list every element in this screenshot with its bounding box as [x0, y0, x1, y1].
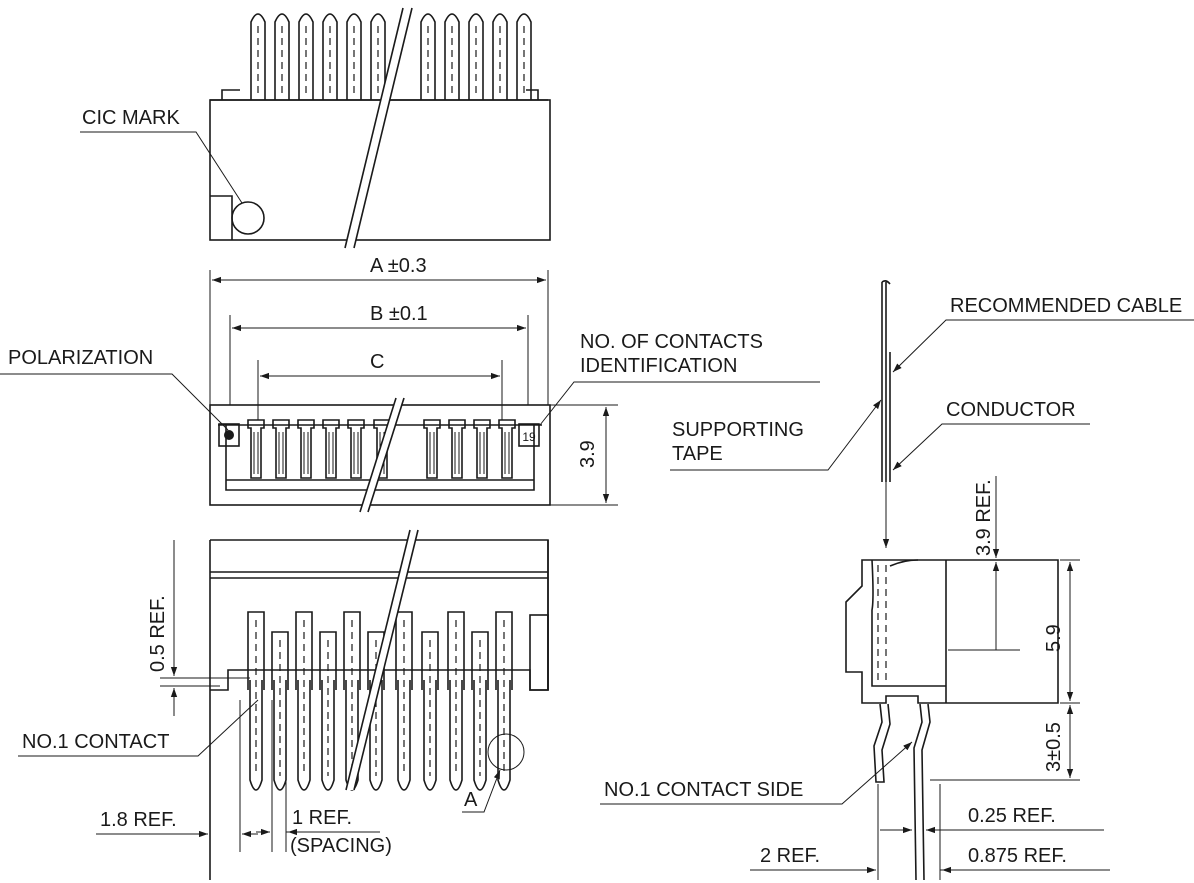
supporting-tape-label-line1: SUPPORTING	[672, 419, 804, 441]
no1-contact-side-label: NO.1 CONTACT SIDE	[604, 779, 803, 801]
dim-1-8-ref-label: 1.8 REF.	[100, 809, 177, 831]
contact-slot	[498, 419, 516, 479]
contact-slot	[347, 419, 365, 479]
dim-b-label: B ±0.1	[370, 303, 428, 325]
bottom-pin	[295, 611, 313, 791]
contacts-id-number: 19	[522, 430, 536, 444]
dim-3-9-ref-label: 3.9 REF.	[973, 479, 995, 556]
bottom-pin	[319, 631, 337, 791]
top-pin	[444, 13, 460, 100]
top-view: CIC MARK	[80, 7, 551, 249]
bottom-view: 0.5 REF. NO.1 CONTACT 1.8 REF. 1 REF. (S…	[18, 529, 549, 880]
top-pin	[370, 13, 386, 100]
contact-slot	[247, 419, 265, 479]
top-pin	[250, 13, 266, 100]
top-pin	[420, 13, 436, 100]
top-pin	[468, 13, 484, 100]
side-view: RECOMMENDED CABLE CONDUCTOR SUPPORTING T…	[600, 280, 1194, 881]
contact-slot	[448, 419, 466, 479]
cic-mark-circle	[231, 201, 265, 235]
dim-0-5-ref-label: 0.5 REF.	[147, 595, 169, 672]
bottom-pin	[421, 631, 439, 791]
contact-slot	[473, 419, 491, 479]
dim-3-pm-0-5-label: 3±0.5	[1043, 722, 1065, 772]
contact-slot	[423, 419, 441, 479]
polarization-label: POLARIZATION	[8, 347, 153, 369]
contacts-id-label-line2: IDENTIFICATION	[580, 355, 737, 377]
supporting-tape-label-line2: TAPE	[672, 443, 723, 465]
contact-slot	[322, 419, 340, 479]
top-pin	[322, 13, 338, 100]
detail-a-circle	[487, 733, 525, 771]
conductor-label: CONDUCTOR	[946, 399, 1076, 421]
bottom-view-pins	[247, 611, 513, 791]
dim-2-ref-label: 2 REF.	[760, 845, 820, 867]
top-pin	[492, 13, 508, 100]
cic-mark-label: CIC MARK	[82, 107, 180, 129]
dim-0-875-ref-label: 0.875 REF.	[968, 845, 1067, 867]
contact-slot	[297, 419, 315, 479]
dim-1-ref-label: 1 REF.	[292, 807, 352, 829]
spacing-label: (SPACING)	[290, 835, 392, 857]
top-view-pins	[221, 13, 539, 100]
side-view-housing	[845, 559, 1059, 704]
top-pin	[346, 13, 362, 100]
bottom-pin	[247, 611, 265, 791]
front-view: 19 A ±0.3 B ±0.1 C 3.9 POLARIZATION NO. …	[0, 255, 820, 513]
detail-a-label: A	[464, 789, 478, 811]
contact-slot	[272, 419, 290, 479]
top-pin	[298, 13, 314, 100]
side-view-legs	[873, 703, 931, 881]
bottom-pin	[447, 611, 465, 791]
no1-contact-label: NO.1 CONTACT	[22, 731, 169, 753]
top-pin	[516, 13, 532, 100]
contacts-id-box	[518, 423, 540, 447]
contacts-id-label-line1: NO. OF CONTACTS	[580, 331, 763, 353]
front-view-body	[209, 404, 551, 506]
dim-5-9-label: 5.9	[1043, 624, 1065, 652]
top-pin	[274, 13, 290, 100]
dim-3-9-label: 3.9	[577, 440, 599, 468]
recommended-cable-label: RECOMMENDED CABLE	[950, 295, 1182, 317]
cable	[881, 282, 891, 482]
polarization-key	[218, 423, 240, 447]
dim-a-label: A ±0.3	[370, 255, 427, 277]
polarization-dot	[224, 430, 234, 440]
bottom-pin	[471, 631, 489, 791]
dim-0-25-ref-label: 0.25 REF.	[968, 805, 1056, 827]
dim-c-label: C	[370, 351, 384, 373]
bottom-pin	[495, 611, 513, 791]
bottom-pin	[395, 611, 413, 791]
